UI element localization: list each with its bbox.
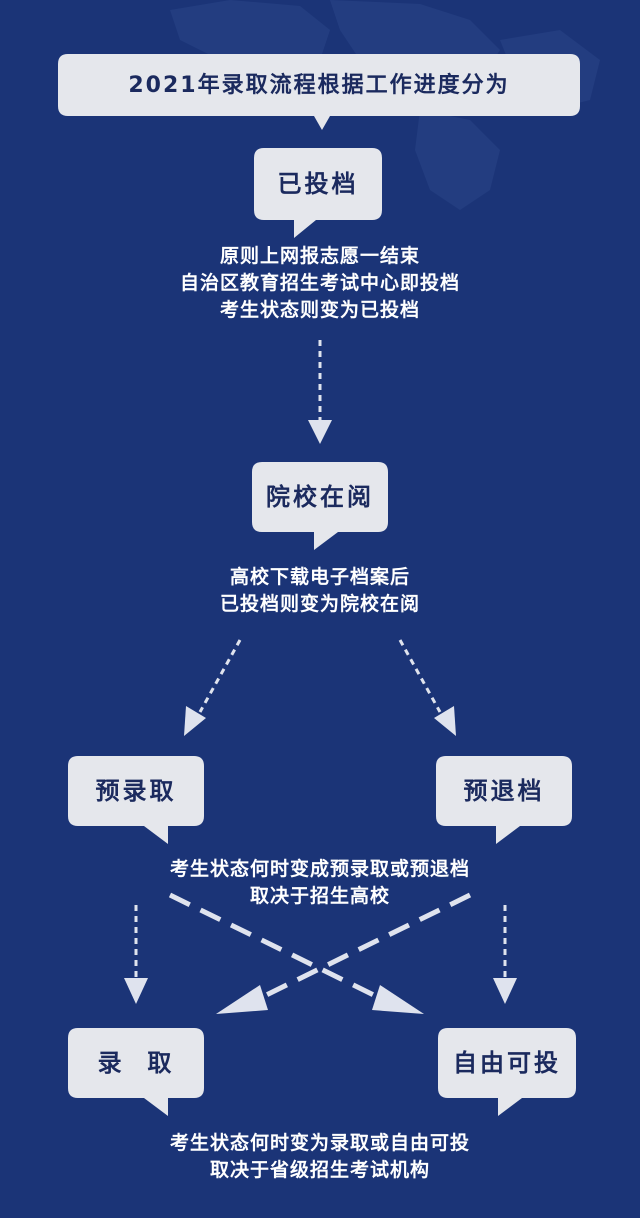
- flow-title: 2021年录取流程根据工作进度分为: [128, 73, 510, 98]
- node-luqu: 录 取: [97, 1049, 175, 1077]
- title-banner-shape: [58, 54, 580, 130]
- bubble-yutuidang: [436, 756, 572, 844]
- arrow-head-3: [434, 706, 456, 736]
- node-yutuidang: 预退档: [463, 777, 545, 805]
- arrow-head-2: [184, 706, 206, 736]
- desc-final-line-2: 取决于省级招生考试机构: [209, 1159, 430, 1181]
- arrow-head-cross-right: [372, 985, 424, 1014]
- arrow-head-cross-left: [216, 985, 268, 1014]
- desc-toudang: 原则上网报志愿一结束 自治区教育招生考试中心即投档 考生状态则变为已投档: [100, 243, 540, 324]
- bubble-yuluqu: [68, 756, 204, 844]
- desc-final: 考生状态何时变为录取或自由可投 取决于省级招生考试机构: [80, 1130, 560, 1184]
- arrow-head-1: [308, 420, 332, 444]
- desc-pre: 考生状态何时变成预录取或预退档 取决于招生高校: [80, 856, 560, 910]
- desc-toudang-line-2: 自治区教育招生考试中心即投档: [179, 272, 460, 294]
- desc-pre-line-1: 考生状态何时变成预录取或预退档: [169, 858, 470, 880]
- desc-yuanxiao-line-2: 已投档则变为院校在阅: [219, 593, 420, 615]
- arrow-head-4: [124, 978, 148, 1004]
- node-ziyou: 自由可投: [453, 1049, 561, 1077]
- arrow-head-5: [493, 978, 517, 1004]
- node-yuluqu: 预录取: [95, 777, 177, 805]
- bubble-yuanxiao: [252, 462, 388, 550]
- desc-toudang-line-3: 考生状态则变为已投档: [219, 299, 420, 321]
- desc-yuanxiao-line-1: 高校下载电子档案后: [229, 566, 410, 588]
- node-yuanxiao: 院校在阅: [266, 483, 374, 511]
- bubble-toudang: [254, 148, 382, 238]
- desc-final-line-1: 考生状态何时变为录取或自由可投: [169, 1132, 470, 1154]
- desc-pre-line-2: 取决于招生高校: [249, 885, 390, 907]
- bubble-luqu: [68, 1028, 204, 1116]
- node-toudang: 已投档: [277, 170, 359, 198]
- desc-yuanxiao: 高校下载电子档案后 已投档则变为院校在阅: [100, 564, 540, 618]
- desc-toudang-line-1: 原则上网报志愿一结束: [219, 245, 420, 267]
- bubble-ziyou: [438, 1028, 576, 1116]
